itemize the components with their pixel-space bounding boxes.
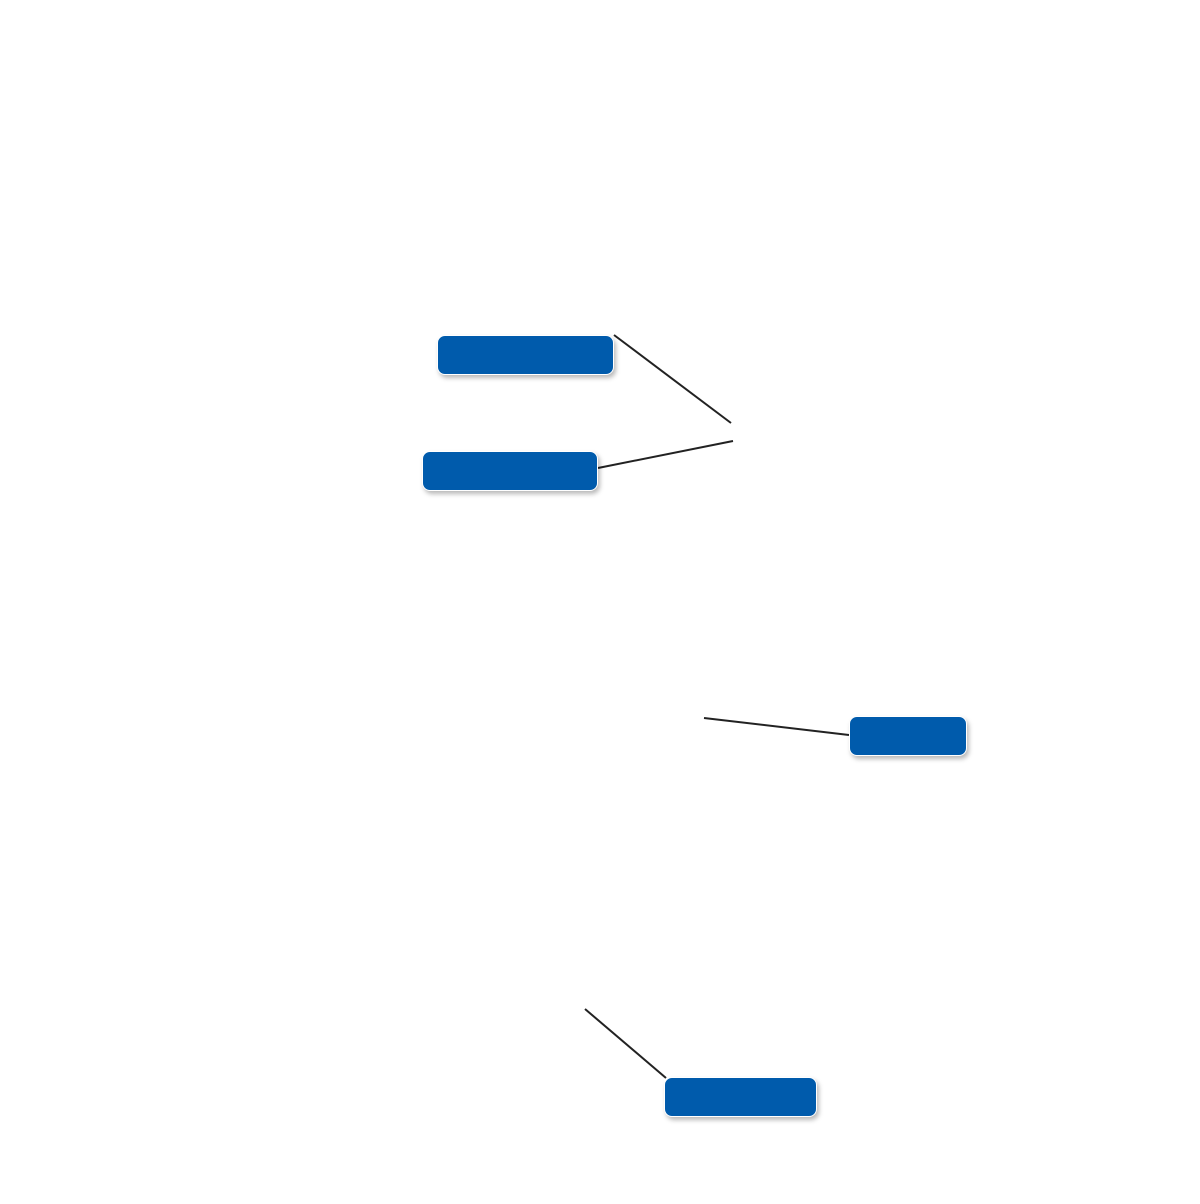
callout-label-3 bbox=[849, 716, 967, 756]
leader-line-2 bbox=[597, 440, 734, 469]
callout-label-2 bbox=[422, 451, 598, 491]
leader-line-3 bbox=[703, 717, 850, 736]
callout-label-4 bbox=[664, 1077, 817, 1117]
leader-line-1 bbox=[613, 334, 732, 424]
leader-line-4 bbox=[584, 1008, 667, 1079]
callout-label-1 bbox=[437, 335, 614, 375]
